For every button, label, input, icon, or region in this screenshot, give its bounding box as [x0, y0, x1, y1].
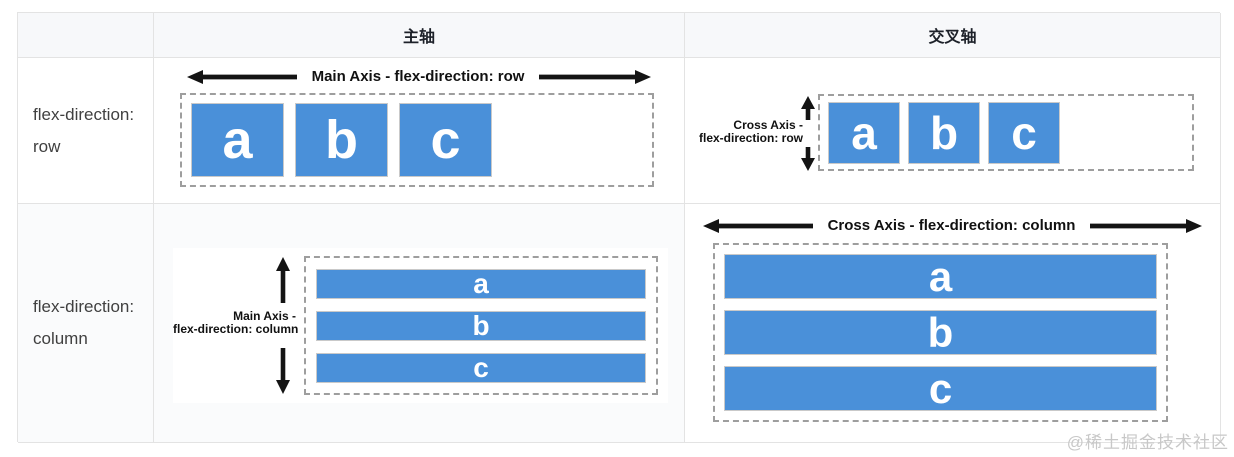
cross-axis-column-caption: Cross Axis - flex-direction: column — [827, 217, 1076, 234]
main-axis-column-caption: Main Axis - flex-direction: column — [173, 309, 299, 336]
arrowhead-right-icon — [539, 69, 652, 84]
arrowhead-up-icon — [276, 257, 290, 303]
arrowhead-left-icon — [186, 69, 297, 84]
header-cross-axis: 交叉轴 — [685, 13, 1221, 58]
main-axis-row-diagram[interactable]: Main Axis - flex-direction: row a b c — [154, 58, 684, 203]
flex-container-row-main: a b c — [180, 93, 654, 187]
flex-item-a: a — [191, 103, 284, 177]
row-label-text: flex-direction: column — [33, 297, 135, 348]
flex-item-c: c — [988, 101, 1060, 164]
cross-axis-column-arrow: Cross Axis - flex-direction: column — [685, 217, 1220, 234]
cross-axis-column-diagram[interactable]: Cross Axis - flex-direction: column a b … — [685, 204, 1220, 442]
arrowhead-down-icon — [276, 348, 290, 394]
arrowhead-down-icon — [801, 147, 815, 171]
flex-item-b: b — [316, 310, 646, 341]
cross-axis-row-diagram[interactable]: Cross Axis - flex-direction: row a b c — [685, 58, 1220, 203]
flex-direction-table: 主轴 交叉轴 flex-direction: row Main Axis - f… — [17, 12, 1221, 443]
flex-item-c: c — [399, 103, 492, 177]
row-label-text: flex-direction: row — [33, 104, 135, 156]
flex-container-column-main: a b c — [304, 256, 658, 395]
header-empty-cell — [18, 13, 154, 58]
flex-item-a: a — [316, 268, 646, 299]
flex-item-a: a — [724, 253, 1157, 300]
arrowhead-up-icon — [801, 96, 815, 120]
header-main-axis: 主轴 — [154, 13, 685, 58]
row-label-flex-direction-row: flex-direction: row — [18, 58, 154, 204]
cell-cross-axis-column: Cross Axis - flex-direction: column a b … — [685, 204, 1221, 443]
juejin-watermark: @稀土掘金技术社区 — [1066, 433, 1229, 452]
flex-item-c: c — [724, 365, 1157, 412]
flex-item-a: a — [828, 101, 900, 164]
main-axis-row-caption: Main Axis - flex-direction: row — [311, 68, 525, 85]
flex-container-column-cross: a b c — [713, 243, 1168, 422]
flex-item-b: b — [724, 309, 1157, 356]
cross-axis-row-caption: Cross Axis - flex-direction: row — [698, 118, 803, 145]
cell-main-axis-row: Main Axis - flex-direction: row a b c — [154, 58, 685, 204]
flex-item-b: b — [295, 103, 388, 177]
flex-container-row-cross: a b c — [818, 94, 1194, 171]
main-axis-column-diagram[interactable]: Main Axis - flex-direction: column a b c — [173, 248, 668, 403]
flex-item-c: c — [316, 352, 646, 383]
cell-cross-axis-row: Cross Axis - flex-direction: row a b c — [685, 58, 1221, 204]
row-label-flex-direction-column: flex-direction: column — [18, 204, 154, 443]
cell-main-axis-column: Main Axis - flex-direction: column a b c — [154, 204, 685, 443]
arrowhead-right-icon — [1090, 218, 1203, 233]
flex-item-b: b — [908, 101, 980, 164]
main-axis-row-arrow: Main Axis - flex-direction: row — [154, 68, 684, 85]
arrowhead-left-icon — [702, 218, 813, 233]
